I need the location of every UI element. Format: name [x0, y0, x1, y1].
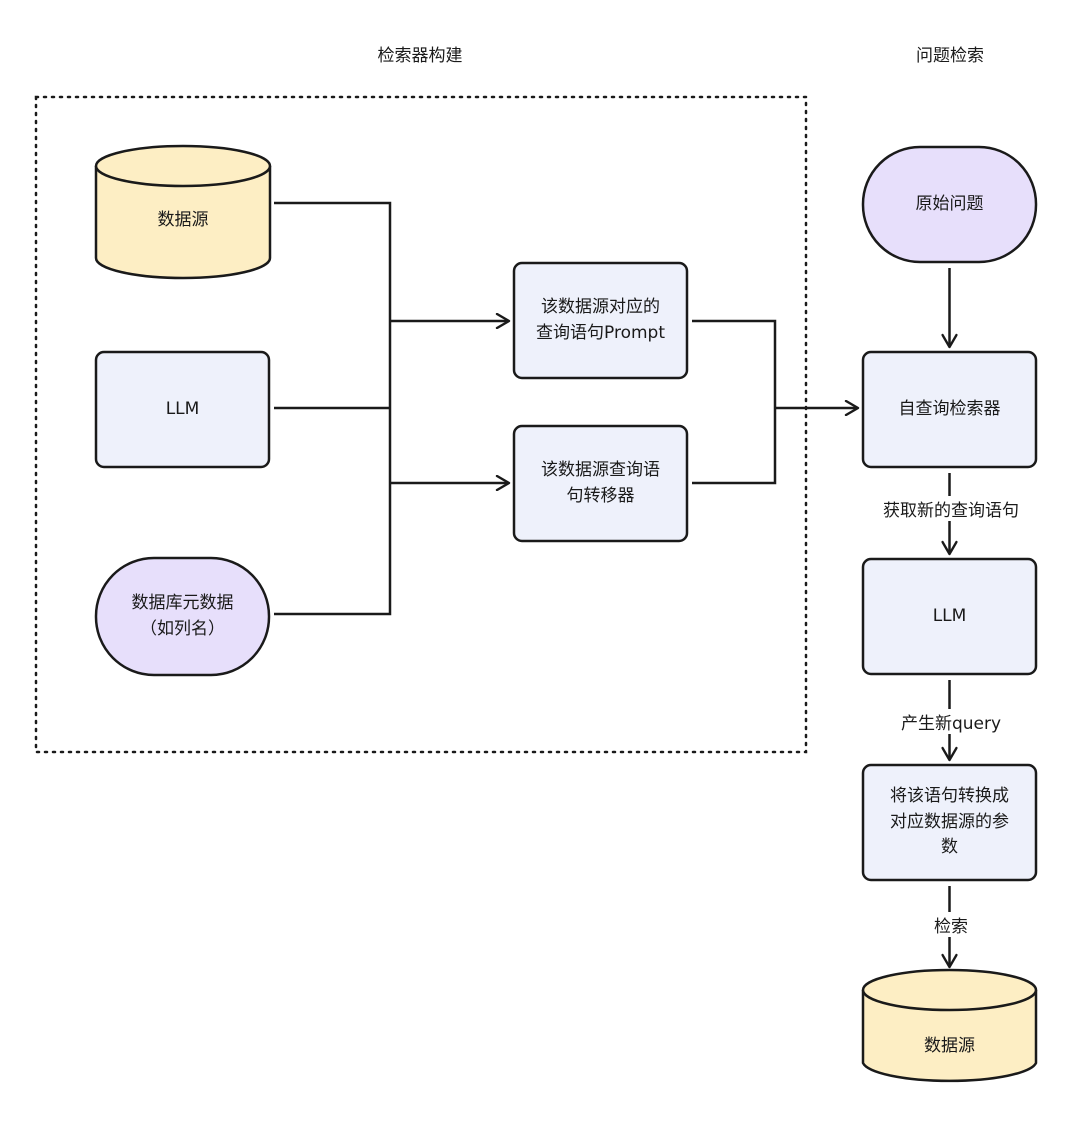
translator-shape [512, 424, 689, 543]
metadata-shape [94, 556, 271, 677]
original-question-label: 原始问题 [915, 193, 984, 214]
convert-shape [861, 763, 1038, 882]
build-section-frame [34, 95, 808, 754]
llm-left-shape [94, 350, 271, 469]
prompt-shape [512, 261, 689, 380]
prompt-label: 该数据源对应的 查询语句Prompt [536, 297, 665, 343]
self-query-retriever-shape [861, 350, 1038, 469]
datasource-right-shape [861, 968, 1038, 1083]
datasource-left-shape [94, 144, 272, 280]
metadata-label: 数据库元数据 （如列名） [131, 593, 234, 639]
datasource-left-label: 数据源 [157, 210, 209, 231]
datasource-right-label: 数据源 [924, 1036, 975, 1057]
edge-label-produce-new-query: 产生新query [879, 709, 1023, 734]
llm-left-label: LLM [165, 398, 200, 419]
edge-label-get-new-statement: 获取新的查询语句 [859, 496, 1043, 521]
translator-label: 该数据源查询语 句转移器 [541, 460, 660, 506]
llm-right-label: LLM [932, 605, 967, 626]
build-section-title: 检索器构建 [377, 46, 463, 66]
merge-bus-connectors [692, 319, 777, 485]
llm-right-shape [861, 557, 1038, 676]
query-section-title: 问题检索 [916, 46, 984, 66]
convert-label: 将该语句转换成 对应数据源的参 数 [890, 786, 1009, 858]
self-query-retriever-label: 自查询检索器 [898, 398, 1001, 419]
edge-label-retrieve: 检索 [919, 912, 983, 937]
original-question-shape [861, 145, 1038, 264]
left-bus-connectors [274, 201, 392, 616]
